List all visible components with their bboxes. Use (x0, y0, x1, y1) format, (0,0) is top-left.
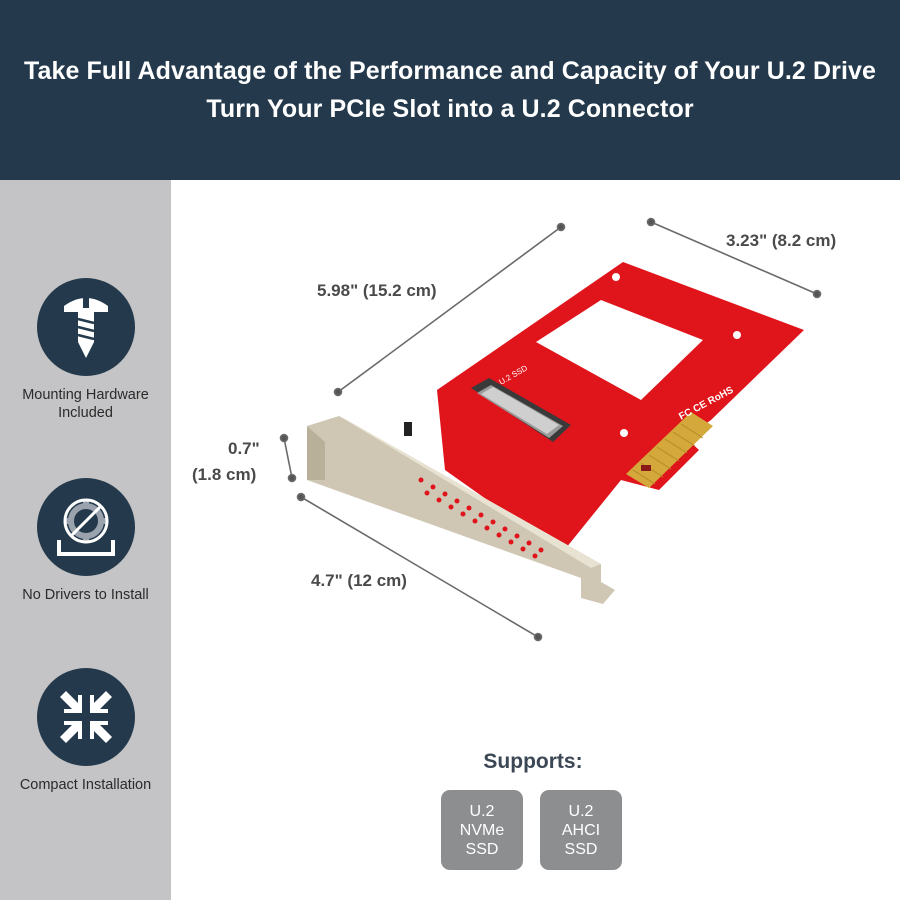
supports-title: Supports: (483, 750, 583, 773)
header-banner: Take Full Advantage of the Performance a… (0, 0, 900, 180)
support-chip-nvme: U.2 NVMe SSD (441, 790, 523, 870)
screw-icon (36, 278, 135, 376)
chip-line: U.2 (568, 802, 594, 820)
pci-bracket (307, 416, 615, 604)
subheadline: Turn Your PCIe Slot into a U.2 Connector (206, 95, 694, 123)
support-chip-ahci: U.2 AHCI SSD (540, 790, 622, 870)
chip-line: NVMe (459, 821, 505, 839)
chip-line: U.2 (469, 802, 495, 820)
feature-sidebar: Mounting Hardware Included No Drivers to… (0, 180, 171, 900)
dim-thickness-cm: (1.8 cm) (192, 465, 257, 484)
feature-compact-installation: Compact Installation (0, 668, 171, 794)
feature-mounting-hardware: Mounting Hardware Included (0, 278, 171, 422)
dim-bracket-label: 4.7" (12 cm) (311, 571, 407, 590)
pcb-board (404, 262, 804, 548)
chip-line: SSD (564, 840, 598, 858)
compress-arrows-icon (36, 668, 135, 766)
headline: Take Full Advantage of the Performance a… (23, 57, 877, 85)
dim-thickness-inch: 0.7" (228, 439, 260, 458)
product-illustration: U.2 SSD FC CE RoHS (279, 217, 822, 642)
feature-label: Compact Installation (19, 777, 152, 793)
chip-line: SSD (465, 840, 499, 858)
feature-no-drivers: No Drivers to Install (0, 478, 171, 604)
dim-height-label: 3.23" (8.2 cm) (726, 231, 837, 250)
chip-line: AHCI (561, 821, 601, 839)
product-area: U.2 SSD FC CE RoHS 5.98" (15.2 cm) 3.23"… (171, 180, 900, 900)
feature-label: No Drivers to Install (22, 587, 149, 603)
feature-label: Mounting Hardware Included (22, 387, 149, 421)
no-drivers-icon (36, 478, 135, 576)
dim-length-label: 5.98" (15.2 cm) (317, 281, 437, 300)
